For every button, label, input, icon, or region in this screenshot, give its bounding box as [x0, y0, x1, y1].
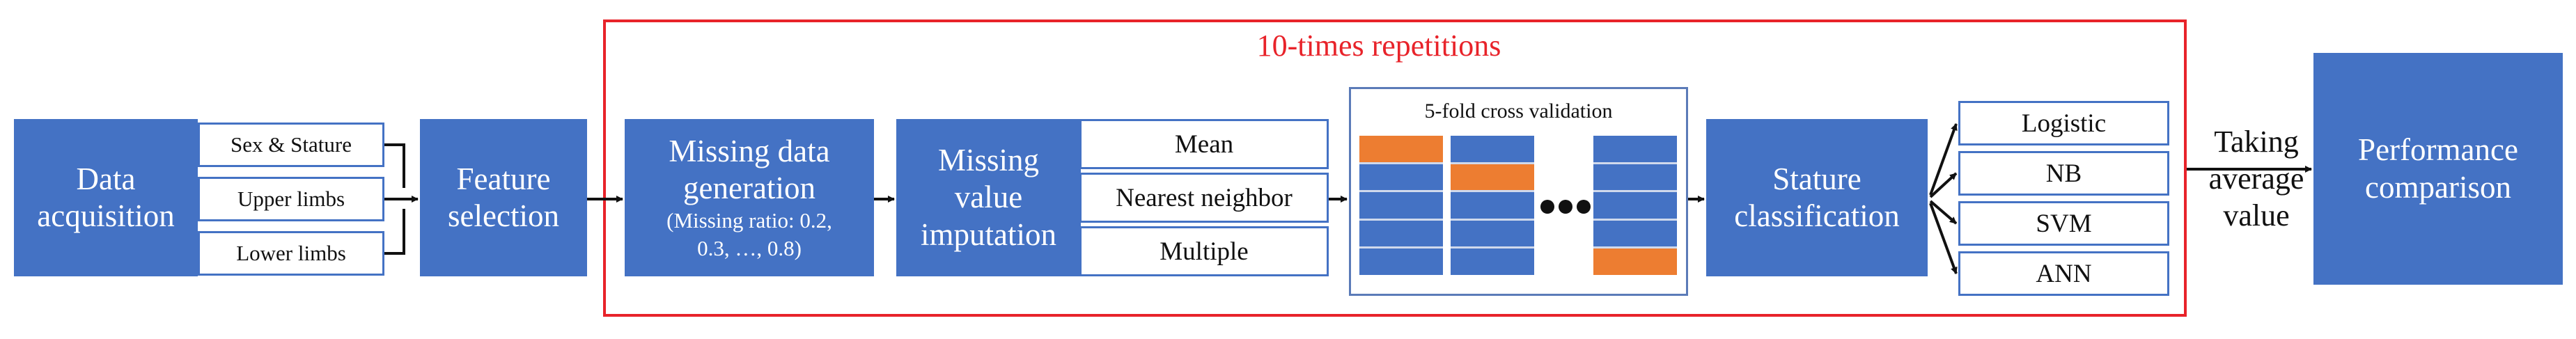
stature-classification-box: Stature classification — [1706, 119, 1928, 276]
model-nb: NB — [1958, 151, 2169, 196]
train-fold-segment — [1593, 220, 1677, 249]
missing-ratio-line-2: 0.3, …, 0.8) — [697, 236, 802, 261]
test-fold-segment — [1451, 164, 1534, 193]
cross-validation-title: 5-fold cross validation — [1424, 100, 1613, 123]
imputation-method-nearest-neighbor: Nearest neighbor — [1079, 173, 1329, 223]
train-fold-segment — [1451, 249, 1534, 275]
averaging-line-2: average — [2208, 161, 2304, 196]
model-ann: ANN — [1958, 251, 2169, 296]
imputation-line-1: Missing — [937, 143, 1040, 178]
missing-value-imputation-box: Missing value imputation — [896, 119, 1081, 276]
train-fold-segment — [1359, 164, 1443, 193]
imputation-method-mean: Mean — [1079, 119, 1329, 169]
feature-group-upper-limbs: Upper limbs — [198, 177, 384, 221]
connector-arrow — [1929, 203, 1958, 274]
imputation-line-3: imputation — [921, 216, 1056, 252]
missing-data-generation-box: Missing data generation (Missing ratio: … — [625, 119, 874, 276]
model-logistic: Logistic — [1958, 101, 2169, 145]
averaging-line-3: value — [2223, 198, 2290, 232]
repetitions-label: 10-times repetitions — [1256, 29, 1501, 63]
connector-arrow — [1929, 200, 1958, 225]
connector-arrow — [1929, 172, 1958, 198]
performance-comparison-box: Performance comparison — [2313, 53, 2563, 285]
classification-line-2: classification — [1734, 198, 1900, 233]
ellipsis-dot-icon — [1540, 200, 1554, 214]
data-acquisition-line-1: Data — [76, 161, 136, 196]
ellipsis-dot-icon — [1577, 200, 1591, 214]
averaging-label: Taking average value — [2187, 124, 2326, 249]
test-fold-segment — [1359, 136, 1443, 164]
train-fold-segment — [1451, 136, 1534, 164]
feature-selection-line-2: selection — [448, 198, 559, 233]
fold-column — [1593, 136, 1677, 275]
classification-line-1: Stature — [1772, 161, 1861, 196]
performance-line-1: Performance — [2358, 132, 2518, 168]
feature-selection-box: Feature selection — [420, 119, 587, 276]
train-fold-segment — [1451, 220, 1534, 249]
repetitions-frame — [603, 19, 2187, 317]
missing-generation-line-1: Missing data — [669, 133, 830, 168]
performance-line-2: comparison — [2365, 169, 2511, 205]
fold-column — [1359, 136, 1443, 275]
test-fold-segment — [1593, 249, 1677, 275]
train-fold-segment — [1593, 136, 1677, 164]
train-fold-segment — [1359, 192, 1443, 221]
imputation-line-2: value — [954, 180, 1023, 215]
train-fold-segment — [1451, 192, 1534, 221]
averaging-line-1: Taking — [2214, 125, 2299, 159]
missing-generation-line-2: generation — [683, 170, 815, 205]
connector-arrow — [1929, 123, 1958, 196]
data-acquisition-line-2: acquisition — [37, 198, 175, 233]
train-fold-segment — [1593, 192, 1677, 221]
feature-group-lower-limbs: Lower limbs — [198, 231, 384, 276]
missing-ratio-line-1: (Missing ratio: 0.2, — [666, 207, 832, 232]
connector-arrow — [384, 209, 405, 255]
ellipsis-dot-icon — [1559, 200, 1572, 214]
data-acquisition-box: Data acquisition — [14, 119, 198, 276]
train-fold-segment — [1593, 164, 1677, 193]
train-fold-segment — [1359, 249, 1443, 275]
fold-column — [1451, 136, 1534, 275]
connector-arrow — [384, 143, 405, 188]
feature-selection-line-1: Feature — [456, 161, 551, 196]
imputation-method-multiple: Multiple — [1079, 226, 1329, 276]
model-svm: SVM — [1958, 201, 2169, 246]
feature-group-sex-stature: Sex & Stature — [198, 123, 384, 167]
train-fold-segment — [1359, 220, 1443, 249]
